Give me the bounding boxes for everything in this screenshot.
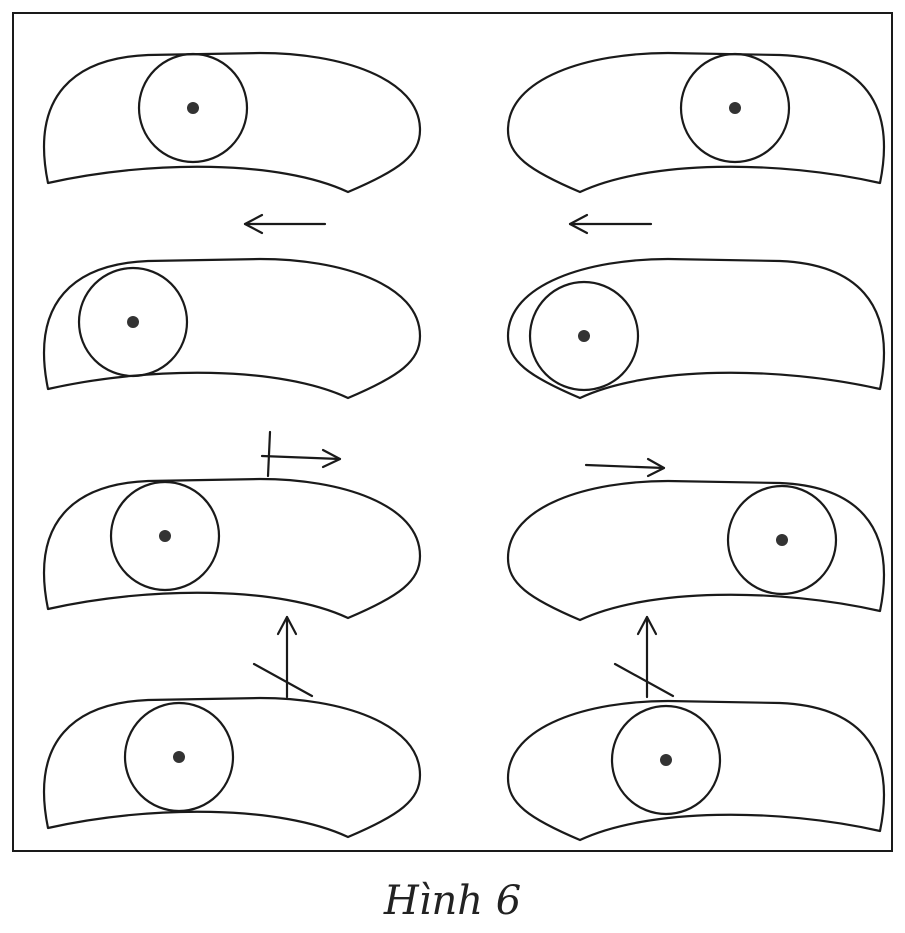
track-shape-right-1 [506, 51, 886, 194]
arrow-up-crossed-left [252, 615, 314, 699]
track-shape-left-1 [42, 51, 422, 194]
ball-circle [726, 484, 838, 596]
ball-center-dot [159, 530, 171, 542]
ball-circle [109, 480, 221, 592]
ball-center-dot [127, 316, 139, 328]
track-shape-right-4 [506, 699, 886, 842]
panel-left-3 [42, 477, 422, 620]
track-shape-right-3 [506, 479, 886, 622]
ball-circle [528, 280, 640, 392]
ball-center-dot [578, 330, 590, 342]
panel-right-4 [506, 699, 886, 842]
ball-center-dot [660, 754, 672, 766]
panel-left-1 [42, 51, 422, 194]
panel-right-3 [506, 479, 886, 622]
cross-mark [252, 662, 314, 698]
arrow-up-crossed-right [613, 615, 675, 699]
ball-circle [137, 52, 249, 164]
panel-right-1 [506, 51, 886, 194]
ball-circle [77, 266, 189, 378]
figure-caption: Hình 6 [383, 878, 522, 924]
ball-center-dot [173, 751, 185, 763]
arrow-right-crossed [260, 430, 342, 478]
panel-left-4 [42, 696, 422, 839]
cross-mark [266, 430, 272, 478]
arrow-right [584, 457, 666, 478]
panel-right-2 [506, 257, 886, 400]
ball-circle [679, 52, 791, 164]
ball-center-dot [776, 534, 788, 546]
arrow-left-2 [568, 213, 653, 235]
track-shape-right-2 [506, 257, 886, 400]
cross-mark [613, 662, 675, 698]
ball-center-dot [729, 102, 741, 114]
figure-frame [12, 12, 893, 852]
ball-circle [123, 701, 235, 813]
panel-left-2 [42, 257, 422, 400]
arrow-left-1 [243, 213, 327, 235]
ball-center-dot [187, 102, 199, 114]
ball-circle [610, 704, 722, 816]
track-shape-left-3 [42, 477, 422, 620]
